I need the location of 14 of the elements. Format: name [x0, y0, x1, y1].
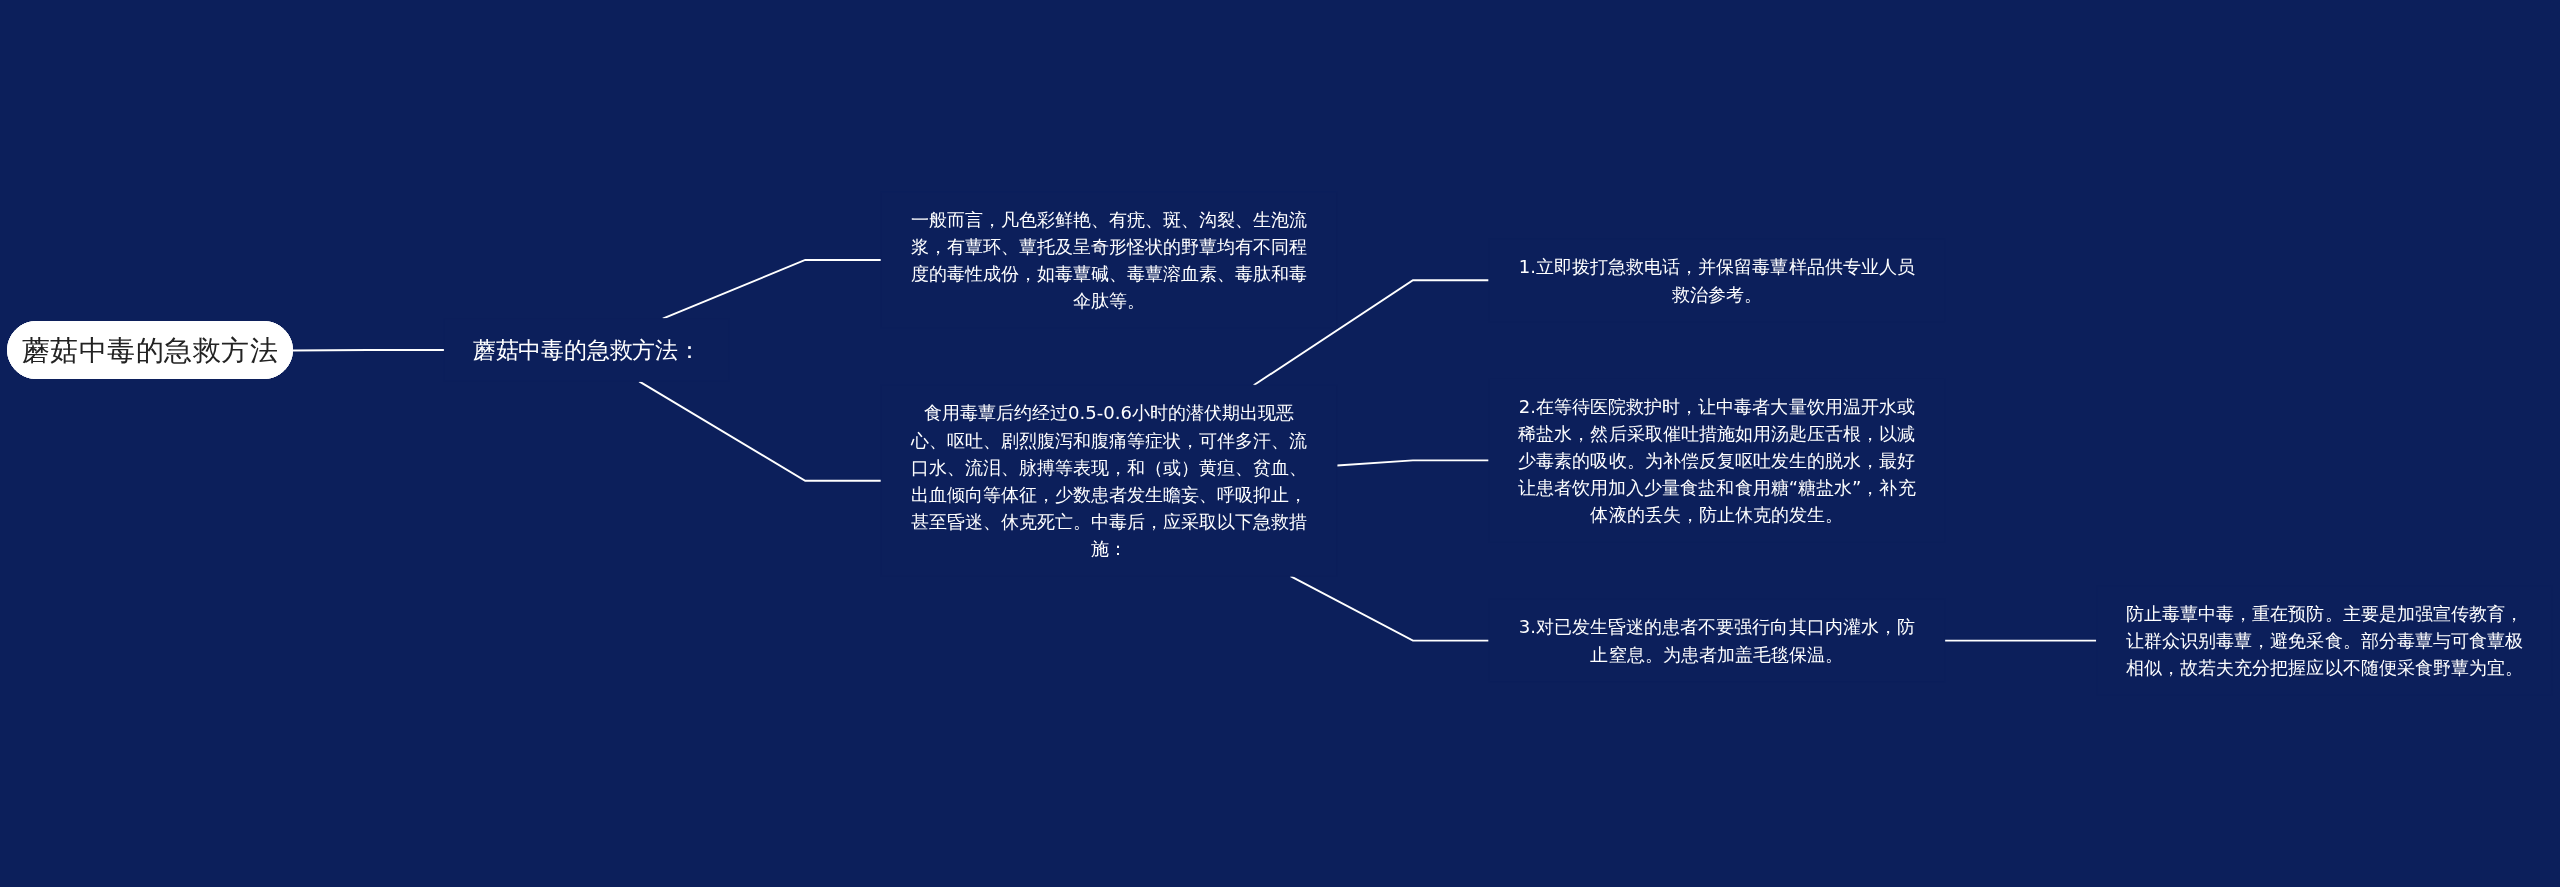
node-text: 食用毒蕈后约经过0.5-0.6小时的潜伏期出现恶心、呕吐、剧烈腹泻和腹痛等症状，可伴多汗、流口水、流泪、脉搏等表现，和（或）黄疸、贫血、出血倾向等体征，少数患者发生瞻妄、呼吸抑止，甚至昏迷、休克死亡。中毒后，应采取以下急救措施：: [910, 402, 1308, 559]
node-text: 3.对已发生昏迷的患者不要强行向其口内灌水，防止窒息。为患者加盖毛毯保温。: [1518, 616, 1915, 665]
connector: [1943, 639, 2098, 642]
connector: [1336, 459, 1490, 467]
connector: [1252, 279, 1490, 387]
node-text: 防止毒蕈中毒，重在预防。主要是加强宣传教育，让群众识别毒蕈，避免采食。部分毒蕈与可食蕈极相似，故若夫充分把握应以不随便采食野蕈为宜。: [2126, 602, 2523, 678]
node-text: 蘑菇中毒的急救方法：: [472, 336, 701, 364]
node-text: 2.在等待医院救护时，让中毒者大量饮用温开水或稀盐水，然后采取催吐措施如用汤匙压舌根，以减少毒素的吸收。为补偿反复呕吐发生的脱水，最好让患者饮用加入少量食盐和食用糖“糖盐水”，补充体液的丢失，防止休克的发生。: [1518, 395, 1916, 525]
connector: [291, 349, 446, 352]
connector: [638, 380, 883, 482]
connector: [1289, 575, 1490, 642]
node-text: 一般而言，凡色彩鲜艳、有疣、斑、沟裂、生泡流浆，有蕈环、蕈托及呈奇形怪状的野蕈均有不同程度的毒性成份，如毒蕈碱、毒蕈溶血素、毒肽和毒伞肽等。: [910, 208, 1308, 311]
connector: [661, 259, 883, 320]
node-text: 1.立即拨打急救电话，并保留毒蕈样品供专业人员救治参考。: [1518, 256, 1915, 304]
